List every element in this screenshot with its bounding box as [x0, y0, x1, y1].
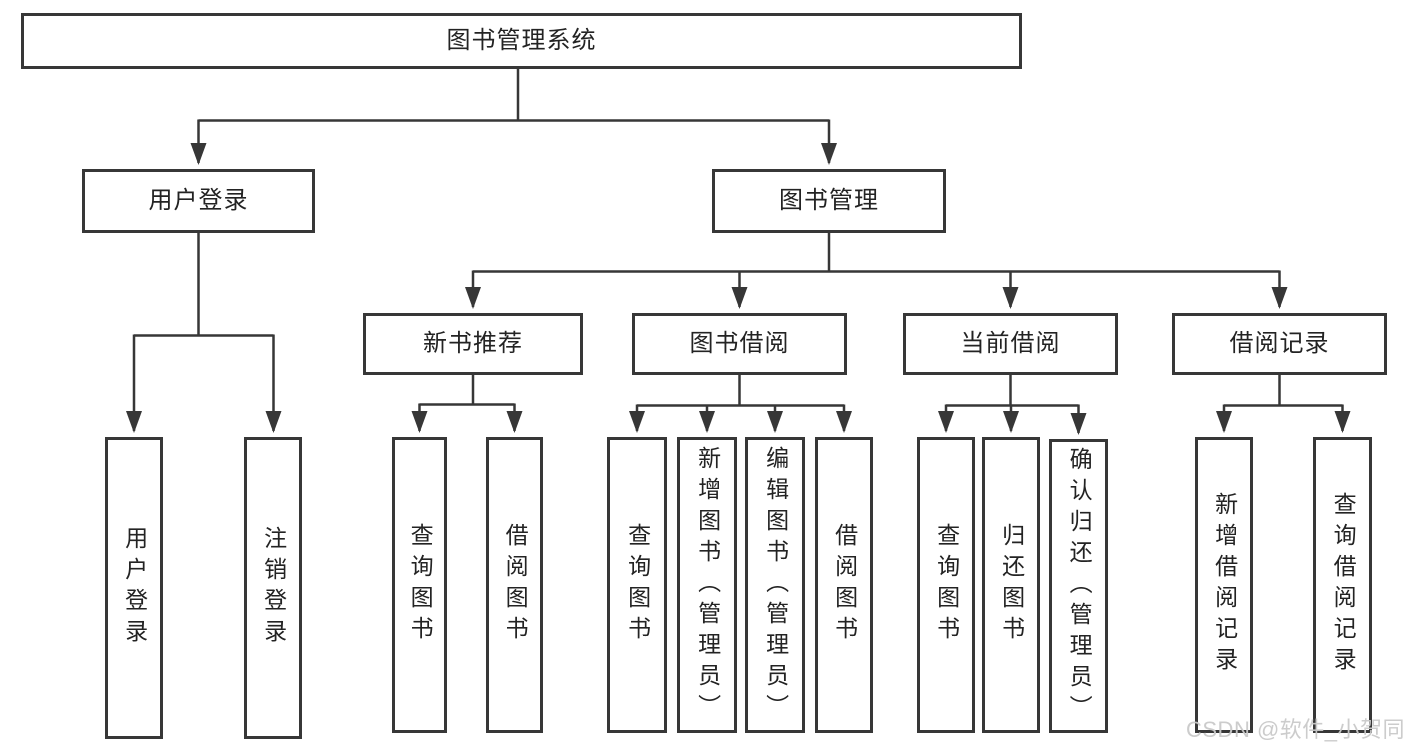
node-label: 图书管理: [779, 187, 879, 214]
node-label: 用户登录: [148, 187, 249, 214]
node-leaf-query-books-3: 查询图书: [917, 437, 975, 733]
node-book-management: 图书管理: [712, 169, 946, 233]
node-label: 新书推荐: [423, 330, 523, 357]
node-label: 用户登录: [121, 526, 148, 650]
node-leaf-logout: 注销登录: [244, 437, 302, 739]
node-leaf-add-book-admin: 新增图书（管理员）: [677, 437, 737, 733]
node-label: 借阅记录: [1229, 330, 1330, 357]
node-book-borrowing: 图书借阅: [632, 313, 847, 375]
node-leaf-query-books-2: 查询图书: [607, 437, 667, 733]
node-new-book-recommend: 新书推荐: [363, 313, 583, 375]
node-leaf-add-borrow-record: 新增借阅记录: [1195, 437, 1253, 733]
node-root-library-system: 图书管理系统: [21, 13, 1022, 69]
node-label: 图书借阅: [689, 330, 790, 357]
node-leaf-query-borrow-record: 查询借阅记录: [1313, 437, 1372, 733]
node-borrowing-records: 借阅记录: [1172, 313, 1387, 375]
node-label: 确认归还（管理员）: [1066, 446, 1093, 726]
node-leaf-borrow-books-2: 借阅图书: [815, 437, 873, 733]
node-label: 注销登录: [260, 526, 287, 650]
node-label: 新增借阅记录: [1211, 492, 1238, 678]
node-label: 查询借阅记录: [1330, 492, 1357, 678]
node-label: 查询图书: [624, 523, 651, 647]
node-leaf-query-books-1: 查询图书: [392, 437, 447, 733]
node-leaf-borrow-books-1: 借阅图书: [486, 437, 543, 733]
node-label: 当前借阅: [960, 330, 1061, 357]
node-leaf-confirm-return-admin: 确认归还（管理员）: [1049, 439, 1108, 733]
node-leaf-edit-book-admin: 编辑图书（管理员）: [745, 437, 805, 733]
csdn-watermark: CSDN @软件_小贺同学: [1186, 717, 1405, 742]
node-leaf-user-login: 用户登录: [105, 437, 163, 739]
node-label: 查询图书: [933, 523, 960, 647]
node-label: 新增图书（管理员）: [694, 445, 721, 725]
node-label: 查询图书: [407, 523, 434, 647]
node-user-login: 用户登录: [82, 169, 315, 233]
node-label: 借阅图书: [831, 523, 858, 647]
node-label: 借阅图书: [502, 523, 529, 647]
node-label: 归还图书: [998, 523, 1025, 647]
node-label: 图书管理系统: [446, 27, 597, 54]
node-current-borrowing: 当前借阅: [903, 313, 1118, 375]
node-label: 编辑图书（管理员）: [762, 445, 789, 725]
node-leaf-return-book: 归还图书: [982, 437, 1040, 733]
